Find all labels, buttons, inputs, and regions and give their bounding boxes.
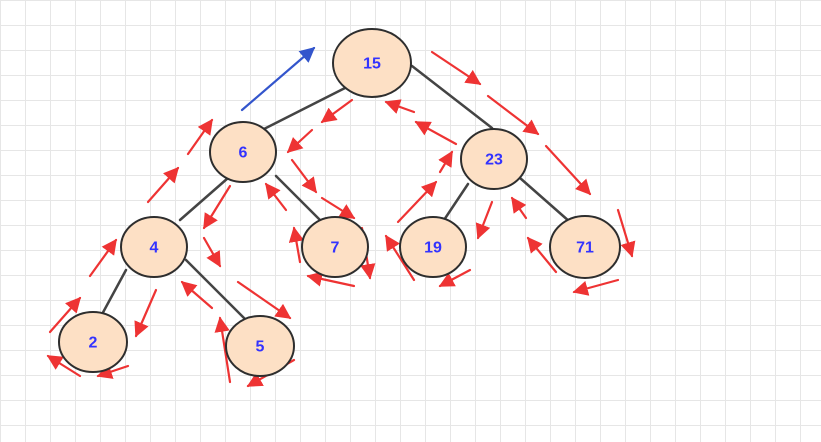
tree-nodes: 15 6 23 4 7 19 71 2 xyxy=(58,28,621,377)
tree-node: 19 xyxy=(399,216,467,278)
tree-node: 15 xyxy=(332,28,412,98)
tree-node: 5 xyxy=(225,315,295,377)
traversal-arrow xyxy=(290,158,318,194)
node-circle xyxy=(332,28,412,98)
traversal-arrow xyxy=(320,196,356,220)
edge-4-2 xyxy=(98,268,128,320)
traversal-arrow xyxy=(384,99,416,114)
node-label: 6 xyxy=(239,145,248,162)
node-label: 4 xyxy=(150,240,159,257)
tree-node: 2 xyxy=(58,311,128,373)
traversal-arrow xyxy=(202,236,222,268)
traversal-arrow xyxy=(186,118,214,156)
edge-6-4 xyxy=(178,176,230,222)
traversal-arrow xyxy=(286,128,314,154)
tree-node: 4 xyxy=(120,216,188,278)
node-label: 7 xyxy=(331,240,340,257)
tree-node: 23 xyxy=(460,128,528,190)
node-circle xyxy=(460,128,528,190)
traversal-arrow xyxy=(214,316,232,384)
traversal-arrow xyxy=(96,364,130,379)
edge-23-19 xyxy=(442,182,470,222)
traversal-arrow xyxy=(88,238,118,278)
traversal-arrow xyxy=(572,278,620,296)
node-label: 15 xyxy=(363,56,381,73)
traversal-arrow xyxy=(202,184,232,230)
node-label: 23 xyxy=(485,152,503,169)
node-circle xyxy=(301,216,369,278)
edge-15-23 xyxy=(410,64,494,130)
edge-6-7 xyxy=(274,174,322,222)
node-label: 5 xyxy=(256,339,265,356)
node-label: 2 xyxy=(89,335,98,352)
traversal-arrow xyxy=(48,296,82,334)
traversal-arrow xyxy=(134,288,158,338)
tree-edges xyxy=(98,64,572,322)
tree-node: 7 xyxy=(301,216,369,278)
traversal-arrow xyxy=(306,271,356,288)
traversal-arrow xyxy=(146,166,180,204)
traversal-arrow xyxy=(414,120,458,146)
traversal-arrow xyxy=(526,236,558,274)
edge-15-6 xyxy=(260,86,347,132)
traversal-arrow xyxy=(264,182,288,212)
node-label: 71 xyxy=(576,240,594,257)
traversal-arrow xyxy=(438,150,454,174)
traversal-arrow xyxy=(384,234,416,282)
traversal-arrow xyxy=(396,180,438,224)
node-circle xyxy=(225,315,295,377)
node-circle xyxy=(58,311,128,373)
traversal-arrow xyxy=(236,280,292,320)
node-circle xyxy=(549,215,621,279)
traversal-arrow xyxy=(46,354,82,378)
traversal-arrow xyxy=(510,196,528,220)
traversal-arrow xyxy=(320,98,354,124)
traversal-arrow xyxy=(486,94,540,136)
node-circle xyxy=(399,216,467,278)
exit-arrow xyxy=(240,46,316,112)
node-circle xyxy=(120,216,188,278)
tree-node: 6 xyxy=(209,121,277,183)
edge-4-5 xyxy=(184,258,248,322)
node-circle xyxy=(209,121,277,183)
tree-node: 71 xyxy=(549,215,621,279)
traversal-arrow xyxy=(430,50,482,86)
traversal-arrow xyxy=(288,226,304,264)
traversal-arrow xyxy=(544,144,592,196)
traversal-arrow xyxy=(180,280,214,310)
edge-23-71 xyxy=(518,176,572,224)
traversal-arrow xyxy=(475,200,494,240)
traversal-arrow xyxy=(438,268,472,288)
node-label: 19 xyxy=(424,240,442,257)
traversal-arrow xyxy=(616,208,636,258)
traversal-arrows xyxy=(46,50,636,388)
